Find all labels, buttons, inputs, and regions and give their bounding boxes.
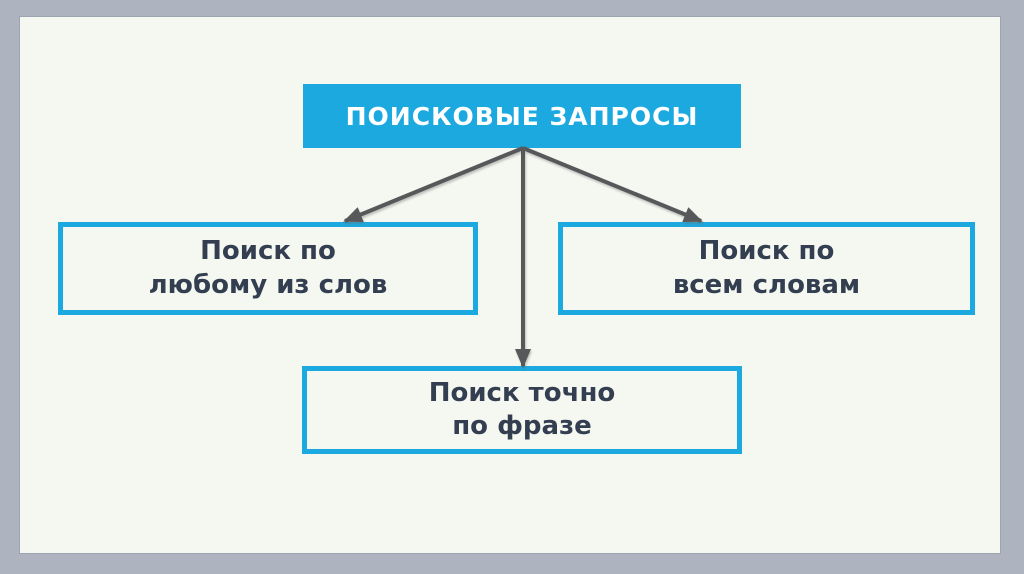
node-exact-phrase: Поиск точно по фразе [302, 366, 742, 454]
node-all-words-label: Поиск по всем словам [672, 236, 861, 300]
slide: ПОИСКОВЫЕ ЗАПРОСЫ Поиск по любому из сло… [20, 17, 1000, 553]
node-all-words: Поиск по всем словам [558, 222, 975, 315]
arrow-to-all-words-icon [522, 146, 703, 223]
node-exact-phrase-label: Поиск точно по фразе [428, 377, 616, 441]
node-search-queries: ПОИСКОВЫЕ ЗАПРОСЫ [303, 84, 741, 148]
node-any-word-label: Поиск по любому из слов [148, 236, 388, 300]
arrow-to-any-word-icon [343, 146, 524, 223]
node-any-word: Поиск по любому из слов [58, 222, 478, 315]
node-search-queries-label: ПОИСКОВЫЕ ЗАПРОСЫ [345, 101, 699, 131]
